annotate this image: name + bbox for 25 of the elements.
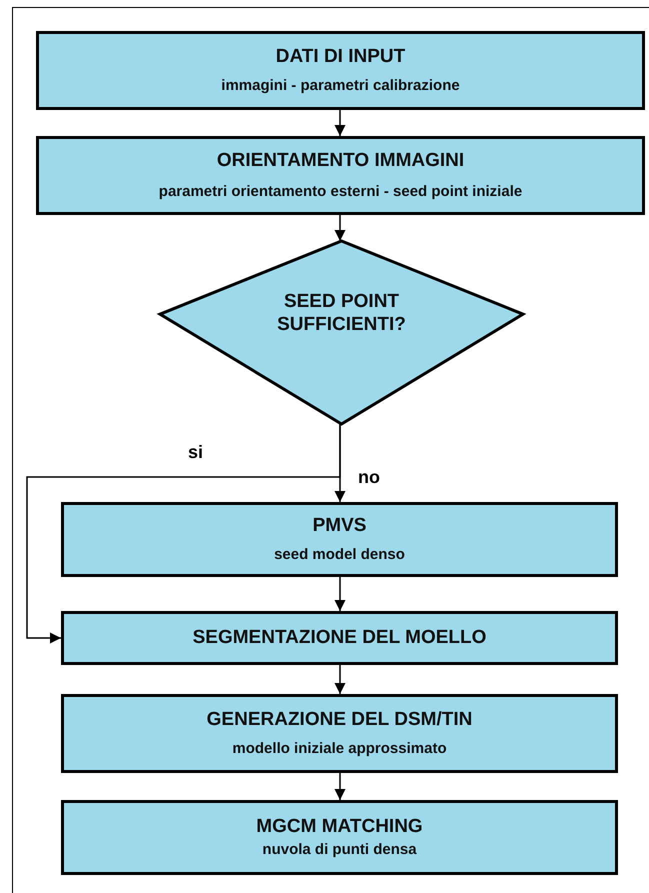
- step-title: SEGMENTAZIONE DEL MOELLO: [192, 626, 486, 650]
- arrow: [334, 577, 346, 611]
- arrow: [334, 215, 346, 241]
- decision-text: SEED POINT SUFFICIENTI?: [276, 291, 406, 337]
- step-description: seed model denso: [274, 546, 405, 564]
- process-box: [61, 502, 618, 577]
- step-description: nuvola di punti densa: [262, 840, 417, 859]
- step-title: DATI DI INPUT: [276, 46, 406, 69]
- arrow: [334, 110, 346, 136]
- step-title: MGCM MATCHING: [256, 816, 423, 839]
- arrow: [334, 665, 346, 694]
- step-title: PMVS: [312, 515, 366, 538]
- step-description: immagini - parametri calibrazione: [221, 76, 460, 95]
- step-title: ORIENTAMENTO IMMAGINI: [216, 150, 464, 173]
- step-description: modello iniziale approssimato: [232, 740, 447, 758]
- arrow: [334, 773, 346, 800]
- process-box: [61, 800, 618, 875]
- arrow: [26, 424, 341, 644]
- process-box: [61, 694, 618, 773]
- process-box: [36, 136, 645, 215]
- decision-diamond: [156, 239, 526, 426]
- step-title: GENERAZIONE DEL DSM/TIN: [206, 709, 472, 732]
- process-box: [36, 31, 645, 110]
- step-description: parametri orientamento esterni - seed point iniziale: [158, 182, 522, 201]
- process-box: [61, 611, 618, 665]
